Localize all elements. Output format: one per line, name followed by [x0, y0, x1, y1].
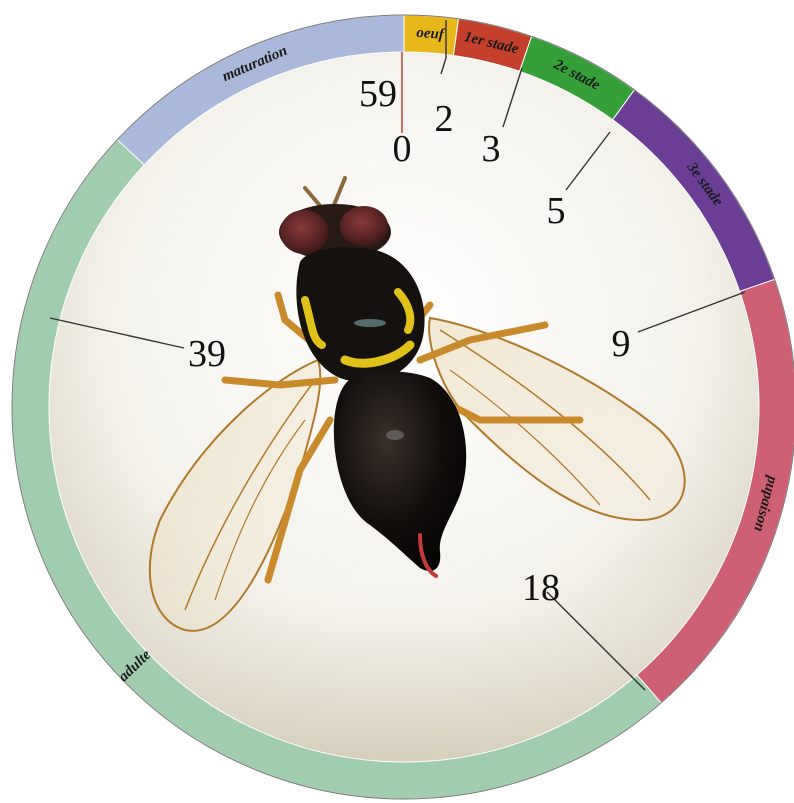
day-label-3: 3 [482, 128, 501, 170]
day-label-0: 0 [393, 128, 412, 170]
day-label-9: 9 [612, 323, 631, 365]
day-label-5: 5 [547, 190, 566, 232]
day-label-18: 18 [522, 567, 560, 609]
day-label-39: 39 [188, 333, 226, 375]
day-label-59: 59 [359, 73, 397, 115]
stage-label-oeuf: oeuf [416, 25, 447, 43]
day-label-2: 2 [435, 98, 454, 140]
